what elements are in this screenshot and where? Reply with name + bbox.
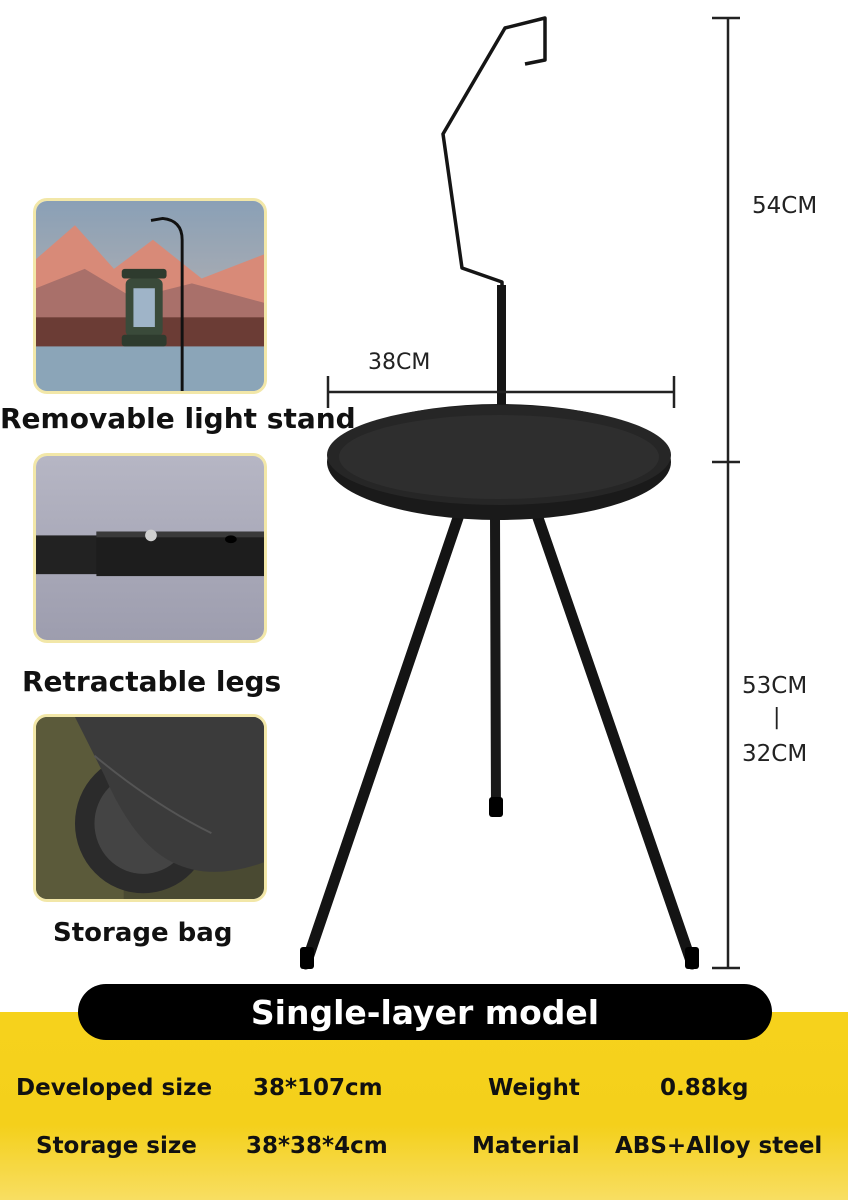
leg-height-separator: | — [773, 705, 781, 730]
telescopic-leg-photo — [33, 453, 267, 643]
spec-label-developed-size: Developed size — [16, 1075, 213, 1101]
model-banner: Single-layer model — [78, 984, 772, 1040]
model-banner-text: Single-layer model — [250, 992, 600, 1032]
spec-label-storage-size: Storage size — [36, 1133, 197, 1159]
lantern-on-hook-photo — [33, 198, 267, 394]
spec-value-developed-size: 38*107cm — [253, 1075, 383, 1101]
camping-table-illustration — [300, 16, 740, 970]
spec-value-material: ABS+Alloy steel — [615, 1133, 823, 1159]
feature-caption-storage-bag: Storage bag — [53, 918, 233, 948]
feature-caption-light-stand: Removable light stand — [0, 402, 356, 435]
spec-footer — [0, 1012, 848, 1200]
table-leg-right — [530, 506, 698, 970]
hook-height-label: 54CM — [752, 193, 818, 219]
leg-height-min-label: 32CM — [742, 741, 808, 767]
feature-caption-retractable-legs: Retractable legs — [22, 665, 282, 698]
leg-height-max-label: 53CM — [742, 673, 808, 699]
spec-label-weight: Weight — [488, 1075, 580, 1101]
light-stand-hook — [441, 16, 547, 484]
spec-label-material: Material — [472, 1133, 580, 1159]
spec-value-storage-size: 38*38*4cm — [246, 1133, 388, 1159]
table-leg-left — [300, 506, 466, 970]
spec-value-weight: 0.88kg — [660, 1075, 749, 1101]
diameter-label: 38CM — [368, 350, 431, 375]
storage-bag-photo — [33, 714, 267, 902]
table-leg-back — [490, 510, 501, 817]
